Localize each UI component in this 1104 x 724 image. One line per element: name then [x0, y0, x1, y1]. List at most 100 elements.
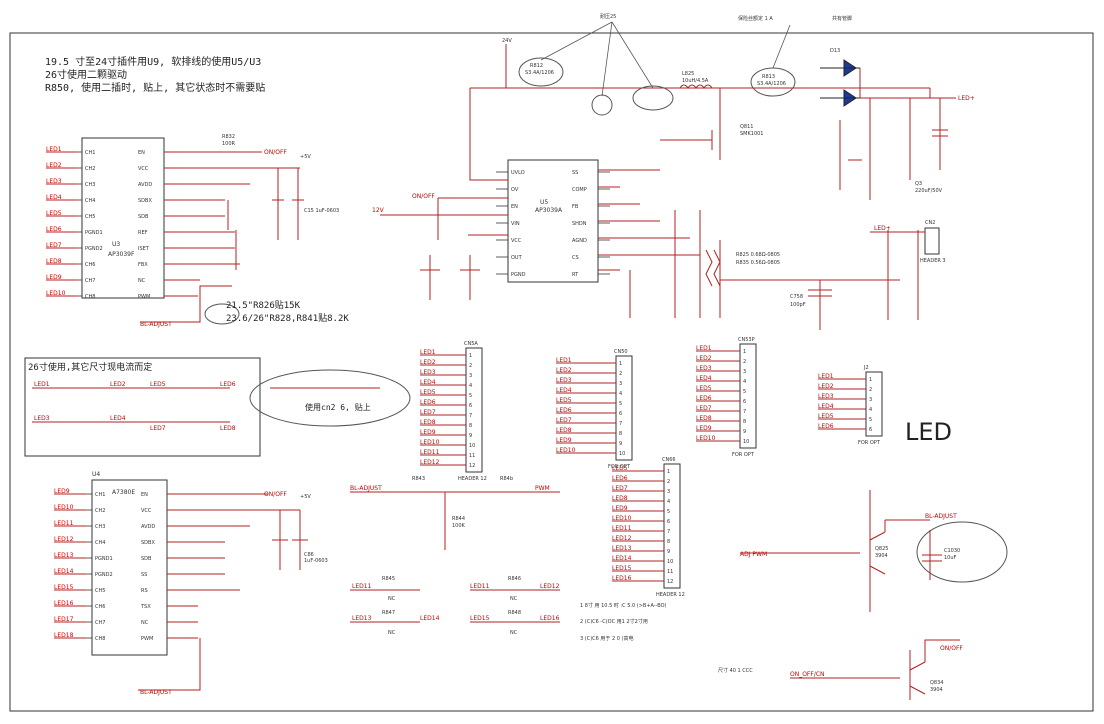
bl-adjust-wire — [140, 285, 232, 323]
q834-value: 3904 — [930, 687, 943, 693]
svg-text:LED4: LED4 — [556, 387, 572, 394]
svg-text:7: 7 — [469, 413, 472, 419]
svg-text:LED16: LED16 — [540, 615, 560, 622]
svg-text:LED3: LED3 — [556, 377, 572, 384]
c86-label: C86 — [304, 552, 314, 558]
pin-label: CH6 — [95, 604, 105, 610]
pin-label: CH2 — [85, 166, 95, 172]
svg-text:12: 12 — [667, 579, 673, 585]
svg-text:LED11: LED11 — [420, 449, 440, 456]
svg-text:LED16: LED16 — [612, 575, 632, 582]
svg-text:7: 7 — [743, 409, 746, 415]
svg-text:7: 7 — [667, 529, 670, 535]
led-net-label: LED2 — [46, 162, 62, 169]
u5-caps — [420, 255, 480, 300]
pin-label: PGND2 — [85, 246, 103, 252]
svg-text:LED6: LED6 — [612, 475, 628, 482]
pin-label: NC — [141, 620, 149, 626]
svg-text:8: 8 — [667, 539, 670, 545]
note-mid-line1: 21.5"R826贴15K — [226, 299, 301, 311]
svg-text:LED13: LED13 — [612, 545, 632, 552]
led-net-label: LED13 — [54, 552, 74, 559]
svg-text:2: 2 — [667, 479, 670, 485]
pin-label: CH7 — [95, 620, 105, 626]
svg-text:LED11: LED11 — [612, 525, 632, 532]
svg-text:3: 3 — [667, 489, 670, 495]
adj-pwm-label: ADJ PWM — [740, 551, 767, 558]
connector-title: CN5A — [464, 341, 478, 347]
u3-on-off-label: ON/OFF — [264, 149, 287, 156]
svg-text:LED8: LED8 — [556, 427, 572, 434]
svg-text:耐压25: 耐压25 — [600, 13, 616, 20]
u4-right-wires — [167, 493, 300, 639]
note-top-line1: 19.5 寸至24寸插件用U9, 软排线的使用U5/U3 — [45, 55, 261, 68]
svg-text:6: 6 — [469, 403, 472, 409]
led-net-label: LED5 — [46, 210, 62, 217]
bottom-note-3: 3 (C)C6 用于 2 0 (高电 — [580, 635, 634, 642]
l825-label: L825 — [682, 71, 694, 77]
svg-text:6: 6 — [743, 399, 746, 405]
svg-text:LED4: LED4 — [696, 375, 712, 382]
svg-text:LED7: LED7 — [150, 425, 166, 432]
led-net-label: LED9 — [46, 274, 62, 281]
pin-label: PWM — [138, 294, 150, 300]
svg-text:LED5: LED5 — [818, 413, 834, 420]
pin-label: SDBX — [138, 198, 152, 204]
pin-label: CS — [572, 255, 579, 261]
pin-label: CH1 — [85, 150, 95, 156]
r845-label: R845 — [382, 576, 395, 582]
svg-text:1: 1 — [869, 377, 872, 383]
pin-label: COMP — [572, 187, 587, 193]
svg-text:LED9: LED9 — [696, 425, 712, 432]
on-off-b-label: ON_OFF/CN — [790, 671, 825, 678]
r813-value: S3.4A/1206 — [757, 81, 786, 87]
connector-title: CN53P — [738, 337, 755, 343]
u5-input-wires — [380, 87, 930, 240]
svg-text:LED1: LED1 — [818, 373, 834, 380]
pin-label: AGND — [572, 238, 587, 244]
svg-text:LED5: LED5 — [150, 381, 166, 388]
led-net-label: LED16 — [54, 600, 74, 607]
c758-cap — [808, 280, 832, 330]
svg-text:BL-ADJUST: BL-ADJUST — [350, 485, 382, 492]
svg-text:1: 1 — [469, 353, 472, 359]
pin-label: EN — [511, 204, 518, 210]
svg-text:5: 5 — [619, 401, 622, 407]
svg-text:R84b: R84b — [500, 476, 513, 482]
svg-text:LED13: LED13 — [352, 615, 372, 622]
svg-text:LED8: LED8 — [612, 495, 628, 502]
u4-on-off-label: ON/OFF — [264, 491, 287, 498]
svg-text:9: 9 — [619, 441, 622, 447]
u5-12v-label: 12V — [372, 207, 385, 214]
svg-text:4: 4 — [743, 379, 746, 385]
c15-label: C15 1uF-0603 — [304, 208, 339, 214]
u3-vcc-wire — [164, 167, 300, 240]
oval-r826 — [204, 303, 240, 325]
svg-text:6: 6 — [869, 427, 872, 433]
svg-text:LED5: LED5 — [556, 397, 572, 404]
pin-label: SDB — [138, 214, 149, 220]
svg-text:LED2: LED2 — [110, 381, 126, 388]
bl-adjust-label: BL-ADJUST — [140, 321, 172, 328]
box-title: 26寸使用,其它尺寸现电流而定 — [28, 361, 152, 373]
pin-label: FBX — [138, 262, 148, 268]
connector-footer: HEADER 12 — [656, 592, 685, 598]
note-top-line2: 26寸使用二颗驱动 — [45, 68, 127, 81]
led-net-label: LED3 — [46, 178, 62, 185]
svg-text:10: 10 — [667, 559, 673, 565]
svg-text:11: 11 — [667, 569, 673, 575]
connector-cn2: CN2 HEADER 3 LED+ — [870, 220, 946, 264]
svg-text:LED12: LED12 — [612, 535, 632, 542]
u3-5v-label: +5V — [300, 154, 311, 160]
pin-label: CH7 — [85, 278, 95, 284]
svg-text:LED4: LED4 — [818, 403, 834, 410]
snubber — [839, 120, 862, 190]
svg-text:LED10: LED10 — [612, 515, 632, 522]
svg-text:LED7: LED7 — [556, 417, 572, 424]
ic-u3: U3 AP3039F CH1CH2CH3CH4CH5PGND1PGND2CH6C… — [70, 137, 176, 300]
u3-right-wires — [164, 183, 250, 297]
connector-title: J2 — [863, 365, 869, 371]
svg-text:LED8: LED8 — [696, 415, 712, 422]
